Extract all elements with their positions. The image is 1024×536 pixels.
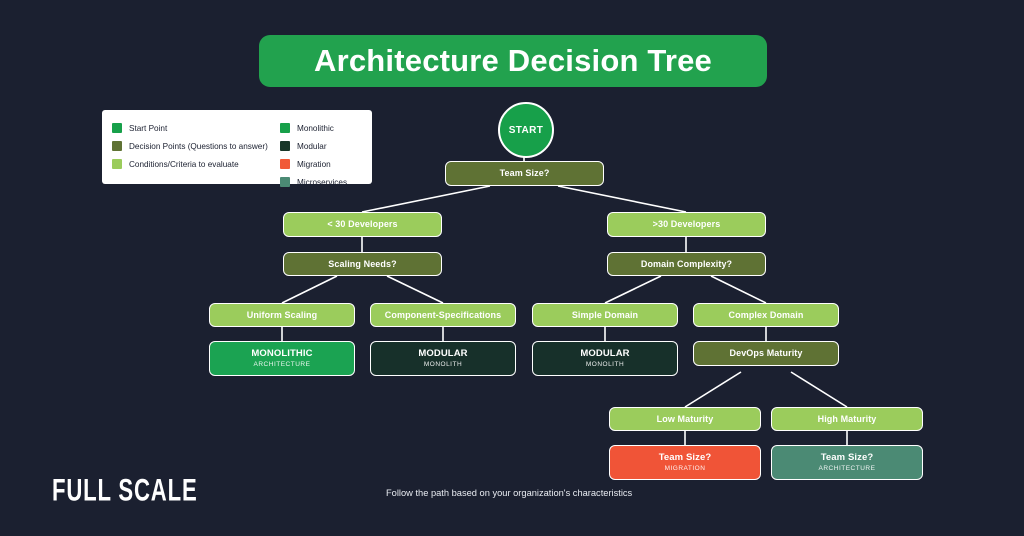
legend-swatch-decision-points (112, 141, 122, 151)
node-devops-maturity-label: DevOps Maturity (729, 348, 803, 359)
legend-item-monolithic: Monolithic (280, 120, 347, 136)
node-start[interactable]: START (498, 102, 554, 158)
node-monolithic-sublabel: ARCHITECTURE (253, 361, 311, 369)
legend-swatch-modular (280, 141, 290, 151)
node-low-maturity-label: Low Maturity (656, 413, 714, 424)
node-uniform-scaling[interactable]: Uniform Scaling (209, 303, 355, 327)
legend-swatch-microservices (280, 177, 290, 187)
node-modular-right-label: MODULAR (580, 347, 630, 359)
node-modular-left-label: MODULAR (418, 347, 468, 359)
node-modular-left-sublabel: MONOLITH (423, 361, 463, 369)
node-migration[interactable]: Team Size? MIGRATION (609, 445, 761, 480)
node-start-label: START (508, 124, 544, 136)
legend-label-start-point: Start Point (129, 123, 168, 133)
node-scaling-needs[interactable]: Scaling Needs? (283, 252, 442, 276)
legend-label-microservices: Microservices (297, 177, 348, 187)
page-title: Architecture Decision Tree (259, 35, 767, 87)
node-migration-label: Team Size? (658, 451, 712, 463)
legend-label-decision-points: Decision Points (Questions to answer) (129, 141, 268, 151)
node-high-maturity-label: High Maturity (817, 413, 877, 424)
legend-item-start-point: Start Point (112, 120, 268, 136)
node-component-specifications[interactable]: Component-Specifications (370, 303, 516, 327)
node-team-size[interactable]: Team Size? (445, 161, 604, 186)
legend-item-migration: Migration (280, 156, 347, 172)
node-modular-left[interactable]: MODULAR MONOLITH (370, 341, 516, 376)
legend-label-monolithic: Monolithic (297, 123, 334, 133)
node-complex-domain[interactable]: Complex Domain (693, 303, 839, 327)
legend-column-left: Start Point Decision Points (Questions t… (112, 120, 268, 174)
node-modular-right[interactable]: MODULAR MONOLITH (532, 341, 678, 376)
legend-item-decision-points: Decision Points (Questions to answer) (112, 138, 268, 154)
legend-swatch-monolithic (280, 123, 290, 133)
node-gt30-developers-label: >30 Developers (652, 219, 721, 230)
node-team-size-label: Team Size? (499, 168, 550, 179)
brand-logo: FULL SCALE (52, 472, 198, 508)
node-simple-domain[interactable]: Simple Domain (532, 303, 678, 327)
node-component-specifications-label: Component-Specifications (384, 309, 502, 320)
node-gt30-developers[interactable]: >30 Developers (607, 212, 766, 237)
node-uniform-scaling-label: Uniform Scaling (246, 309, 318, 320)
footer-caption: Follow the path based on your organizati… (386, 488, 633, 498)
node-low-maturity[interactable]: Low Maturity (609, 407, 761, 431)
node-simple-domain-label: Simple Domain (571, 309, 639, 320)
legend: Start Point Decision Points (Questions t… (102, 110, 372, 187)
legend-item-microservices: Microservices (280, 174, 347, 190)
legend-item-conditions: Conditions/Criteria to evaluate (112, 156, 268, 172)
node-migration-sublabel: MIGRATION (664, 465, 706, 473)
node-architecture[interactable]: Team Size? ARCHITECTURE (771, 445, 923, 480)
node-modular-right-sublabel: MONOLITH (585, 361, 625, 369)
node-lt30-developers[interactable]: < 30 Developers (283, 212, 442, 237)
node-devops-maturity[interactable]: DevOps Maturity (693, 341, 839, 366)
node-domain-complexity[interactable]: Domain Complexity? (607, 252, 766, 276)
legend-label-conditions: Conditions/Criteria to evaluate (129, 159, 239, 169)
legend-swatch-migration (280, 159, 290, 169)
node-architecture-sublabel: ARCHITECTURE (818, 465, 876, 473)
node-monolithic-label: MONOLITHIC (251, 347, 313, 359)
node-monolithic[interactable]: MONOLITHIC ARCHITECTURE (209, 341, 355, 376)
legend-label-modular: Modular (297, 141, 327, 151)
node-architecture-label: Team Size? (820, 451, 874, 463)
page-title-text: Architecture Decision Tree (313, 43, 712, 78)
node-domain-complexity-label: Domain Complexity? (640, 258, 733, 269)
legend-swatch-conditions (112, 159, 122, 169)
legend-label-migration: Migration (297, 159, 331, 169)
node-lt30-developers-label: < 30 Developers (327, 219, 398, 230)
legend-item-modular: Modular (280, 138, 347, 154)
node-complex-domain-label: Complex Domain (728, 309, 804, 320)
legend-swatch-start-point (112, 123, 122, 133)
node-scaling-needs-label: Scaling Needs? (328, 258, 397, 269)
node-high-maturity[interactable]: High Maturity (771, 407, 923, 431)
legend-column-right: Monolithic Modular Migration Microservic… (280, 120, 347, 192)
